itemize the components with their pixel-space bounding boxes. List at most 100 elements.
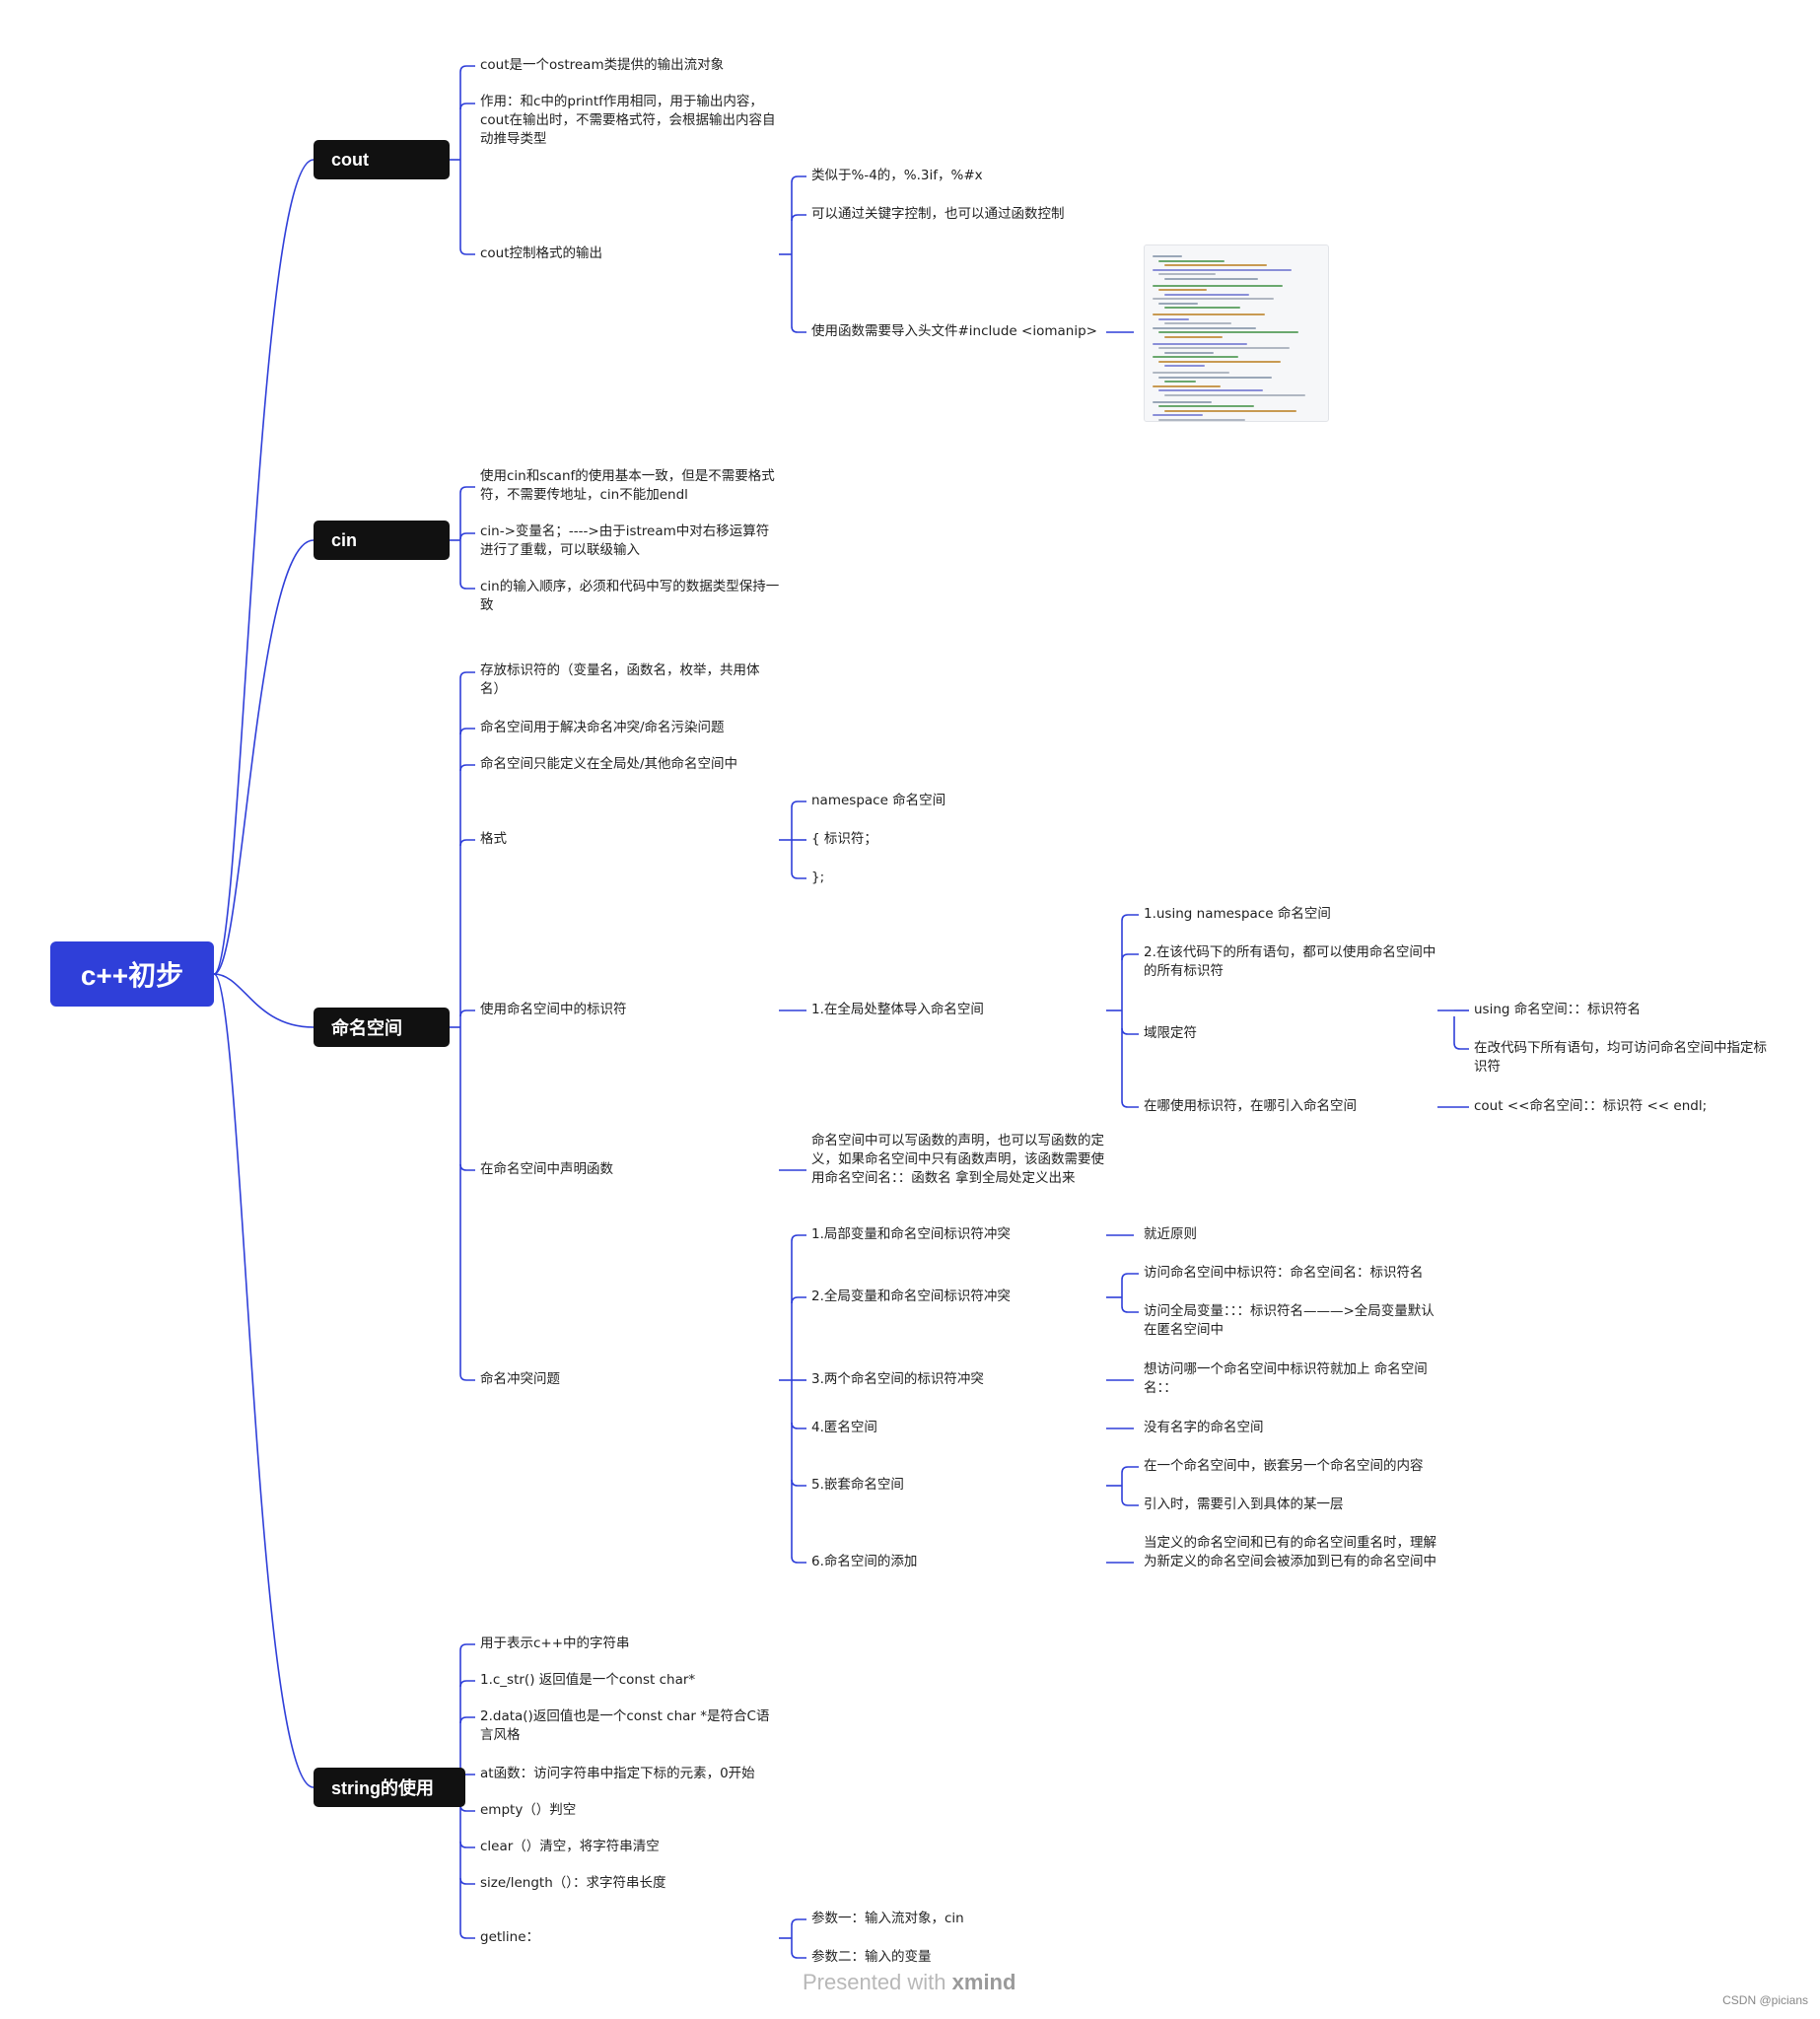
namespace-item[interactable]: 在命名空间中声明函数: [480, 1161, 613, 1177]
cin-item[interactable]: cin的输入顺序，必须和代码中写的数据类型保持一致: [480, 579, 780, 613]
branch-line: [459, 532, 475, 540]
code-line: [1164, 393, 1305, 396]
getline-param[interactable]: 参数二：输入的变量: [811, 1949, 932, 1965]
branch-line: [791, 1296, 806, 1304]
code-line: [1153, 298, 1274, 300]
code-line: [1153, 414, 1203, 416]
conflict-detail[interactable]: 访问全局变量：：：标识符名———>全局变量默认在匿名空间中: [1144, 1303, 1435, 1338]
conflict-item[interactable]: 3.两个命名空间的标识符冲突: [811, 1371, 984, 1387]
branch-line: [1121, 953, 1139, 961]
cout-format-item[interactable]: 使用函数需要导入头文件#include <iomanip>: [811, 323, 1097, 339]
branch-line: [459, 103, 475, 110]
use-global-import[interactable]: 1.在全局处整体导入命名空间: [811, 1002, 984, 1017]
code-line: [1164, 293, 1249, 296]
watermark: CSDN @picians: [1722, 1993, 1808, 2007]
root-node[interactable]: c++初步: [50, 941, 214, 1007]
branch-line: [213, 973, 315, 1028]
code-line: [1164, 409, 1296, 412]
use-global-child[interactable]: 域限定符: [1144, 1025, 1197, 1041]
where-item[interactable]: cout <<命名空间：：标识符 << endl;: [1474, 1098, 1708, 1114]
branch-line: [213, 539, 315, 975]
code-line: [1158, 273, 1216, 275]
conflict-item[interactable]: 4.匿名空间: [811, 1420, 877, 1435]
code-line: [1158, 302, 1198, 305]
scope-item[interactable]: 在改代码下所有语句，均可访问命名空间中指定标识符: [1474, 1040, 1767, 1075]
scope-item[interactable]: using 命名空间：：标识符名: [1474, 1002, 1642, 1017]
cout-item[interactable]: cout控制格式的输出: [480, 245, 603, 261]
use-global-child[interactable]: 1.using namespace 命名空间: [1144, 906, 1331, 922]
string-item[interactable]: clear（）清空，将字符串清空: [480, 1839, 660, 1854]
conflict-item[interactable]: 5.嵌套命名空间: [811, 1477, 904, 1493]
branch-line: [459, 65, 475, 73]
use-global-child[interactable]: 2.在该代码下的所有语句，都可以使用命名空间中的所有标识符: [1144, 944, 1436, 979]
conflict-detail[interactable]: 引入时，需要引入到具体的某一层: [1144, 1497, 1344, 1512]
namespace-item[interactable]: 格式: [480, 831, 507, 847]
use-global-child[interactable]: 在哪使用标识符，在哪引入命名空间: [1144, 1098, 1357, 1114]
cin-item[interactable]: 使用cin和scanf的使用基本一致，但是不需要格式符，不需要传地址，cin不能…: [480, 468, 775, 503]
code-line: [1158, 418, 1245, 421]
branch-line: [213, 159, 315, 975]
branch-line: [1121, 1466, 1139, 1474]
code-line: [1153, 356, 1238, 358]
code-line: [1158, 289, 1207, 291]
format-line[interactable]: };: [811, 870, 825, 885]
cout-item[interactable]: 作用：和c中的printf作用相同，用于输出内容，cout在输出时，不需要格式符…: [480, 94, 776, 147]
format-line[interactable]: namespace 命名空间: [811, 793, 946, 808]
code-screenshot-image: [1144, 244, 1329, 422]
conflict-detail[interactable]: 想访问哪一个命名空间中标识符就加上 命名空间名：：: [1144, 1361, 1428, 1396]
branch-line: [1121, 1273, 1139, 1281]
string-item[interactable]: at函数：访问字符串中指定下标的元素，0开始: [480, 1766, 755, 1781]
code-line: [1153, 384, 1221, 387]
code-line: [1164, 322, 1231, 324]
conflict-detail[interactable]: 访问命名空间中标识符：命名空间名：标识符名: [1144, 1265, 1424, 1281]
topic-cin[interactable]: cin: [314, 521, 450, 560]
string-item[interactable]: 用于表示c++中的字符串: [480, 1636, 630, 1651]
conflict-detail[interactable]: 就近原则: [1144, 1226, 1197, 1242]
code-line: [1158, 347, 1290, 349]
branch-line: [459, 1643, 475, 1651]
code-line: [1158, 376, 1272, 379]
getline-param[interactable]: 参数一：输入流对象，cin: [811, 1911, 964, 1926]
branch-line: [459, 728, 475, 735]
string-item[interactable]: getline：: [480, 1929, 540, 1945]
namespace-item[interactable]: 使用命名空间中的标识符: [480, 1002, 627, 1017]
footer-prefix: Presented with: [803, 1970, 952, 1994]
namespace-item[interactable]: 命名空间用于解决命名冲突/命名污染问题: [480, 720, 725, 735]
topic-namespace[interactable]: 命名空间: [314, 1008, 450, 1047]
branch-line: [459, 1163, 475, 1171]
code-line: [1153, 268, 1292, 271]
conflict-item[interactable]: 1.局部变量和命名空间标识符冲突: [811, 1226, 1011, 1242]
namespace-item[interactable]: 命名空间只能定义在全局处/其他命名空间中: [480, 756, 738, 772]
declare-note[interactable]: 命名空间中可以写函数的声明，也可以写函数的定义，如果命名空间中只有函数声明，该函…: [811, 1133, 1104, 1186]
code-line: [1164, 335, 1223, 338]
string-item[interactable]: empty（）判空: [480, 1802, 577, 1818]
code-line: [1158, 360, 1281, 363]
conflict-detail[interactable]: 当定义的命名空间和已有的命名空间重名时，理解为新定义的命名空间会被添加到已有的命…: [1144, 1535, 1436, 1569]
topic-string[interactable]: string的使用: [314, 1768, 465, 1807]
namespace-item[interactable]: 命名冲突问题: [480, 1371, 560, 1387]
cout-item[interactable]: cout是一个ostream类提供的输出流对象: [480, 57, 725, 73]
branch-line: [459, 764, 475, 772]
cout-format-item[interactable]: 类似于%-4的，%.3if，%#x: [811, 168, 983, 183]
code-line: [1164, 381, 1196, 383]
code-line: [1153, 400, 1212, 403]
conflict-detail[interactable]: 没有名字的命名空间: [1144, 1420, 1264, 1435]
string-item[interactable]: size/length（）：求字符串长度: [480, 1875, 666, 1891]
cout-format-item[interactable]: 可以通过关键字控制，也可以通过函数控制: [811, 206, 1065, 222]
branch-line: [459, 1010, 475, 1017]
branch-line: [791, 175, 806, 183]
string-item[interactable]: 2.data()返回值也是一个const char *是符合C语言风格: [480, 1708, 770, 1743]
conflict-detail[interactable]: 在一个命名空间中，嵌套另一个命名空间的内容: [1144, 1458, 1424, 1474]
string-item[interactable]: 1.c_str() 返回值是一个const char*: [480, 1672, 696, 1688]
cin-item[interactable]: cin->变量名；---->由于istream中对右移运算符进行了重载，可以联级…: [480, 523, 770, 558]
branch-line: [791, 1422, 806, 1429]
conflict-item[interactable]: 2.全局变量和命名空间标识符冲突: [811, 1288, 1011, 1304]
conflict-item[interactable]: 6.命名空间的添加: [811, 1554, 918, 1569]
namespace-item[interactable]: 存放标识符的（变量名，函数名，枚举，共用体名）: [480, 662, 760, 697]
branch-line: [459, 1841, 475, 1848]
topic-cout[interactable]: cout: [314, 140, 450, 179]
branch-line: [459, 486, 475, 494]
branch-line: [459, 1716, 475, 1724]
format-line[interactable]: { 标识符；: [811, 831, 877, 847]
